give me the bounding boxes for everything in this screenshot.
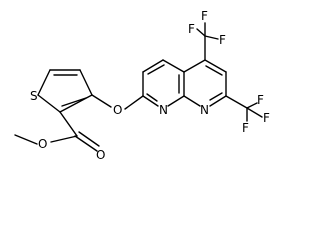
bond-cf3-top-f-left xyxy=(196,28,206,37)
bond-n8-c8a xyxy=(183,95,201,107)
bond-c2-carbonyl xyxy=(59,111,78,137)
bond-carbonyl-o-b xyxy=(78,131,100,147)
bond-c5-c4a xyxy=(162,59,185,73)
atom-thiophene-s: S xyxy=(30,89,38,103)
bond-c6-c5 xyxy=(142,59,164,73)
atom-carbonyl-o: O xyxy=(96,148,105,162)
atom-layer: S O O O N N F F F F F F xyxy=(30,9,270,162)
bond-cf3-right-f-up xyxy=(246,102,258,109)
bond-c8a-n1 xyxy=(167,95,185,107)
bond-cf3-top-f-right xyxy=(204,35,219,40)
bond-c2r-n8 xyxy=(209,95,227,107)
bond-c6-c5-double xyxy=(147,64,165,75)
bond-ester-o-methyl xyxy=(14,134,38,145)
atom-ring-n2: N xyxy=(200,103,209,117)
atom-cf3-top-f1: F xyxy=(188,22,195,36)
atom-cf3-right-f1: F xyxy=(257,93,264,107)
bond-c2r-n8-double xyxy=(209,92,223,101)
bond-carbonyl-o-a xyxy=(74,135,98,152)
atom-ether-o: O xyxy=(113,103,122,117)
atom-ring-n1: N xyxy=(159,103,168,117)
bond-ether-o-c7 xyxy=(124,95,144,110)
atom-cf3-right-f3: F xyxy=(242,121,249,135)
bond-c4a-c4 xyxy=(183,59,206,73)
bond-c3-c2-double xyxy=(61,97,87,107)
bond-cf3-right-f-right xyxy=(246,107,263,118)
bond-s-c2 xyxy=(37,94,61,113)
atom-ester-o: O xyxy=(38,137,47,151)
bond-n1-c7-double xyxy=(146,93,158,102)
bond-c3-c2 xyxy=(59,94,93,113)
bond-c2r-cf3-right xyxy=(225,95,248,109)
bond-carbonyl-ester-o xyxy=(50,135,78,143)
molecule-structure: S O O O N N F F F F F F xyxy=(14,9,270,162)
bond-c4-c3r xyxy=(204,59,227,73)
atom-cf3-top-f3: F xyxy=(219,33,226,47)
bond-c4-c3r-double xyxy=(205,65,223,76)
bond-layer xyxy=(14,22,263,152)
atom-cf3-right-f2: F xyxy=(263,111,270,125)
bond-s-c5 xyxy=(37,69,51,96)
bond-n1-c7 xyxy=(142,95,159,107)
bond-c4-c3 xyxy=(79,69,93,96)
atom-cf3-top-f2: F xyxy=(201,9,208,23)
bond-c3-ether-o xyxy=(91,94,112,108)
